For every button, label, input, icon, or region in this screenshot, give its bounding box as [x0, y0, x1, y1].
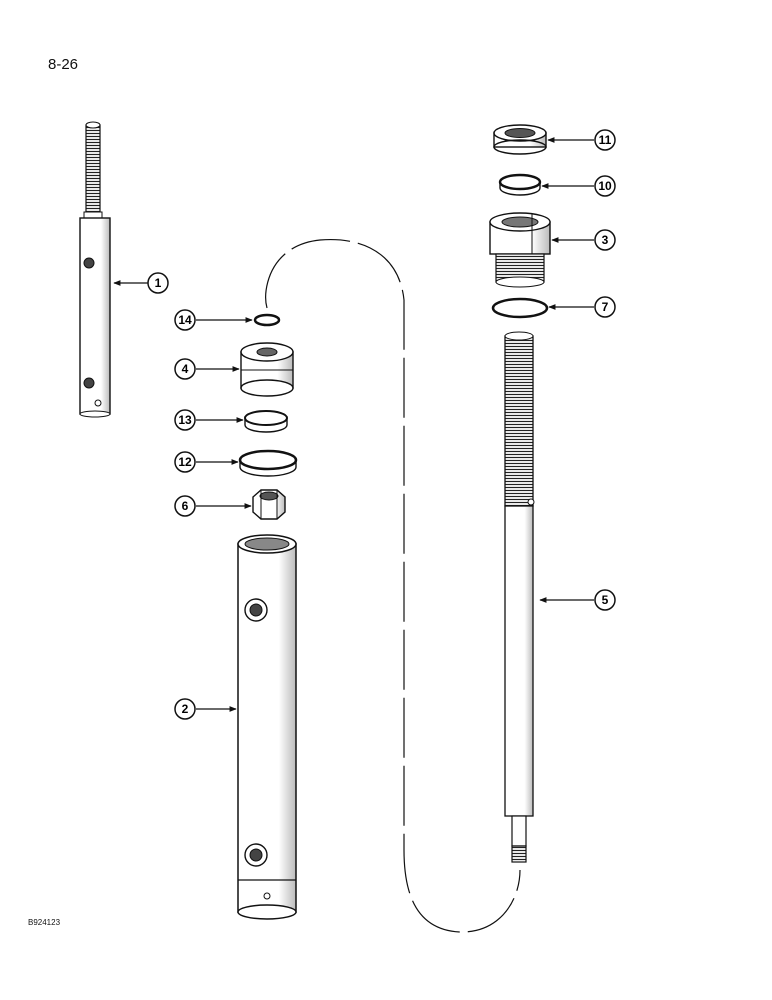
assembly-path-line — [265, 238, 521, 933]
callout-7: 7 — [594, 296, 616, 318]
page-number: 8-26 — [48, 56, 79, 73]
svg-text:4: 4 — [182, 362, 189, 376]
callout-4: 4 — [174, 358, 196, 380]
callout-13: 13 — [174, 409, 196, 431]
piston-rod-assembly-part — [79, 121, 111, 418]
o-ring-small-part — [253, 313, 281, 327]
callout-11: 11 — [594, 129, 616, 151]
nut-part — [252, 489, 286, 520]
callout-12: 12 — [174, 451, 196, 473]
svg-text:13: 13 — [178, 413, 192, 427]
callout-3: 3 — [594, 229, 616, 251]
callout-10: 10 — [594, 175, 616, 197]
svg-text:10: 10 — [598, 179, 612, 193]
figure-code: B924123 — [28, 918, 61, 927]
piston-part — [240, 342, 294, 397]
callout-5: 5 — [594, 589, 616, 611]
rod-seal-part — [498, 173, 542, 196]
callout-14: 14 — [174, 309, 196, 331]
callout-1: 1 — [147, 272, 169, 294]
svg-text:1: 1 — [155, 276, 162, 290]
callout-2: 2 — [174, 698, 196, 720]
svg-text:6: 6 — [182, 499, 189, 513]
wiper-seal-part — [493, 124, 547, 155]
svg-text:12: 12 — [178, 455, 192, 469]
svg-text:2: 2 — [182, 702, 189, 716]
svg-text:14: 14 — [178, 313, 192, 327]
svg-text:5: 5 — [602, 593, 609, 607]
svg-text:3: 3 — [602, 233, 609, 247]
gland-part — [489, 212, 551, 288]
piston-seal-part — [238, 449, 298, 477]
callout-6: 6 — [174, 495, 196, 517]
svg-text:7: 7 — [602, 300, 609, 314]
o-ring-part — [491, 297, 549, 319]
piston-rod-part — [504, 331, 535, 863]
cylinder-barrel-part — [237, 534, 297, 920]
wear-ring-part — [244, 410, 288, 433]
svg-text:11: 11 — [599, 133, 612, 147]
